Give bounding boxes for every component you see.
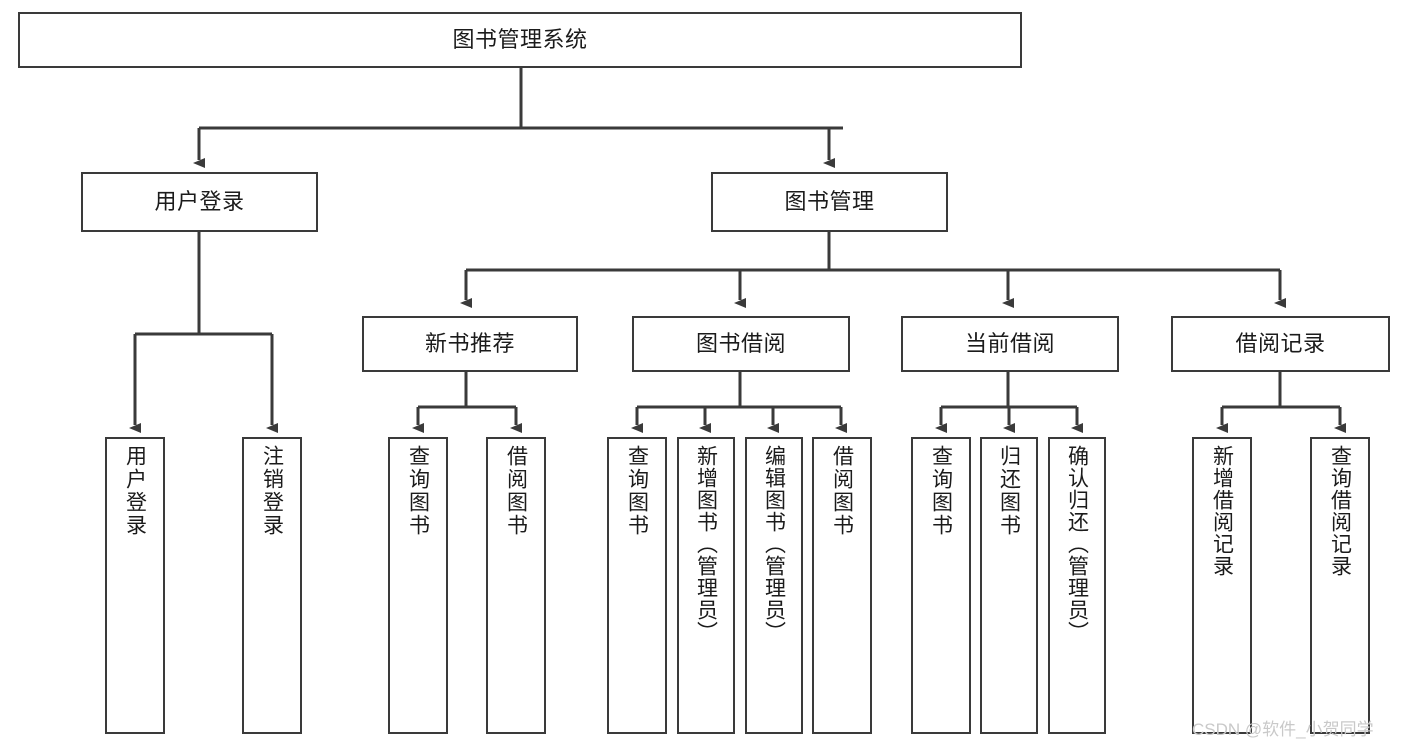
leaf-record-add-record[interactable]: 新增借阅记录: [1192, 437, 1252, 734]
leaf-new-book-query-books[interactable]: 查询图书: [388, 437, 448, 734]
leaf-current-return-books[interactable]: 归还图书: [980, 437, 1038, 734]
node-user-login[interactable]: 用户登录: [81, 172, 318, 232]
node-new-book-recommendation-label: 新书推荐: [424, 331, 515, 357]
leaf-borrow-borrow-books-label: 借阅图书: [830, 445, 854, 537]
node-book-management-label: 图书管理: [784, 189, 875, 215]
leaf-new-book-borrow-books-label: 借阅图书: [504, 445, 528, 537]
leaf-borrow-edit-book-admin[interactable]: 编辑图书（管理员）: [745, 437, 803, 734]
leaf-record-query-record-label: 查询借阅记录: [1328, 445, 1352, 577]
leaf-record-add-record-label: 新增借阅记录: [1210, 445, 1234, 577]
leaf-current-confirm-return-admin-label: 确认归还（管理员）: [1065, 445, 1089, 643]
leaf-user-login-login-label: 用户登录: [123, 445, 147, 537]
leaf-current-query-books-label: 查询图书: [929, 445, 953, 537]
node-user-login-label: 用户登录: [154, 189, 245, 215]
leaf-user-login-logout[interactable]: 注销登录: [242, 437, 302, 734]
node-new-book-recommendation[interactable]: 新书推荐: [362, 316, 578, 372]
node-borrowing-records-label: 借阅记录: [1235, 331, 1326, 357]
node-root-label: 图书管理系统: [452, 27, 588, 53]
node-current-borrowing-label: 当前借阅: [964, 331, 1055, 357]
leaf-current-return-books-label: 归还图书: [997, 445, 1021, 537]
node-root-book-management-system[interactable]: 图书管理系统: [18, 12, 1022, 68]
leaf-borrow-query-books-label: 查询图书: [625, 445, 649, 537]
leaf-borrow-add-book-admin-label: 新增图书（管理员）: [694, 445, 718, 643]
node-current-borrowing[interactable]: 当前借阅: [901, 316, 1119, 372]
leaf-new-book-borrow-books[interactable]: 借阅图书: [486, 437, 546, 734]
leaf-user-login-logout-label: 注销登录: [260, 445, 284, 537]
leaf-new-book-query-books-label: 查询图书: [406, 445, 430, 537]
node-book-borrowing[interactable]: 图书借阅: [632, 316, 850, 372]
node-book-management[interactable]: 图书管理: [711, 172, 948, 232]
leaf-user-login-login[interactable]: 用户登录: [105, 437, 165, 734]
leaf-borrow-borrow-books[interactable]: 借阅图书: [812, 437, 872, 734]
leaf-record-query-record[interactable]: 查询借阅记录: [1310, 437, 1370, 734]
leaf-current-query-books[interactable]: 查询图书: [911, 437, 971, 734]
leaf-borrow-edit-book-admin-label: 编辑图书（管理员）: [762, 445, 786, 643]
leaf-current-confirm-return-admin[interactable]: 确认归还（管理员）: [1048, 437, 1106, 734]
leaf-borrow-add-book-admin[interactable]: 新增图书（管理员）: [677, 437, 735, 734]
csdn-watermark: CSDN @软件_小贺同学: [1192, 720, 1374, 739]
node-book-borrowing-label: 图书借阅: [695, 331, 786, 357]
node-borrowing-records[interactable]: 借阅记录: [1171, 316, 1390, 372]
leaf-borrow-query-books[interactable]: 查询图书: [607, 437, 667, 734]
